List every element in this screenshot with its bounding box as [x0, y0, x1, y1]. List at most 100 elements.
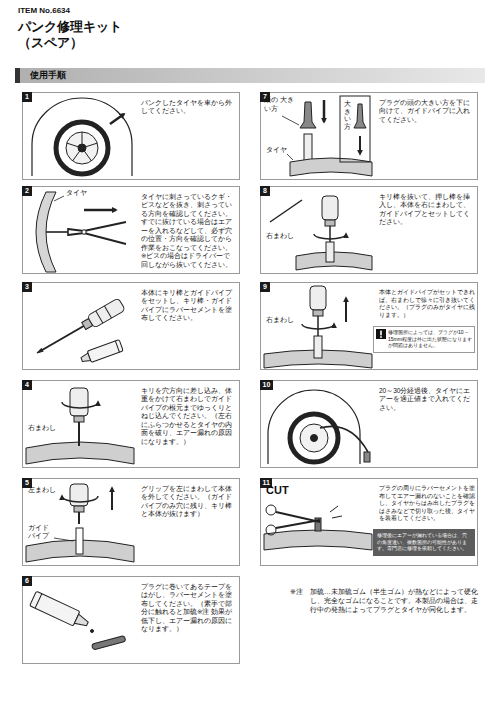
wheel-figure	[32, 98, 132, 176]
step-panel: 6 プラグに巻いてあるテープをはがし、ラバーセメントを塗布してください。（素手で部…	[22, 576, 240, 664]
step-number: 10	[260, 380, 273, 390]
page-title: パンク修理キット （スペア）	[18, 19, 134, 50]
cut-figure-part	[276, 520, 320, 528]
plug-figure-part	[304, 134, 312, 162]
step-text: プラグに巻いてあるテープをはがし、ラバーセメントを塗布してください。（素手で部分…	[141, 583, 237, 634]
wheel-figure-part	[66, 132, 98, 164]
wheel-figure-part	[56, 122, 108, 174]
insert-figure-part	[74, 416, 84, 422]
remove-figure-part	[74, 506, 84, 512]
step-text: グリップを左にまわして本体を外してください。（ガイドパイプのみ穴に残り、キリ棒と…	[141, 485, 237, 519]
step-panel: 9本体とガイドパイプがセットできれば、右まわしで徐々に引き抜いてください。（プラ…	[260, 282, 478, 370]
plug-figure-part	[359, 136, 361, 154]
plug-figure-part	[340, 96, 370, 162]
remove-figure-part	[70, 484, 88, 506]
step-number: 2	[22, 186, 32, 196]
cut-figure-part	[264, 530, 372, 550]
insert-figure	[26, 388, 134, 464]
warning-text: 修理箇所によっては、プラグが10～15mm程度は外に出た状態になりますが問題はあ…	[388, 329, 473, 349]
inflate-figure-part	[290, 414, 338, 462]
wheel-figure-part	[67, 143, 78, 147]
rotation-label: 右まわし	[266, 316, 294, 324]
step-text: プラグの周りにラバーセメントを塗布してエアー漏れのないことを確認し、タイヤからは…	[379, 485, 475, 523]
remove-figure	[26, 484, 134, 562]
plug-figure-part	[323, 100, 326, 122]
item-number: ITEM No.6634	[18, 6, 70, 16]
cut-figure	[264, 505, 372, 550]
tool-figure-part-part	[104, 306, 111, 318]
tool-figure-part-part	[36, 349, 43, 355]
step-number: 1	[22, 92, 32, 102]
text-holder: 右まわし	[266, 232, 294, 240]
pull-out-figure-part	[313, 310, 323, 316]
cut-figure-part	[266, 525, 276, 535]
nail-removal-figure-part	[84, 209, 116, 212]
nail-removal-figure	[36, 192, 126, 272]
text-holder: 右まわし	[28, 424, 56, 432]
step-panel: 7プラグの頭の大きい方を下に向けて、ガイドパイプに入れてください。	[260, 92, 478, 180]
title-holder: パンク修理キット （スペア）	[18, 19, 134, 50]
step-text: 本体にキリ棒とガイドパイプをセットし、キリ棒・ガイドパイプにラバーセメントを塗布…	[141, 289, 237, 323]
pull-out-figure	[264, 286, 372, 368]
text-holder: 1	[22, 92, 32, 102]
remove-figure-part	[76, 528, 83, 554]
footnote-text: 加硫…未加硫ゴム（半生ゴム）が熱などによって硬化し、完全なゴムになることです。本…	[310, 588, 478, 614]
inflate-figure-part	[300, 424, 328, 452]
warning-icon-mark	[380, 336, 382, 338]
text-holder: 9	[260, 282, 270, 292]
step-panel: 11プラグの周りにラバーセメントを塗布してエアー漏れのないことを確認し、タイヤか…	[260, 478, 478, 566]
wheel-figure-part	[110, 114, 124, 124]
text-holder: タイヤに刺さっているクギ・ビスなどを抜き、刺さっている方向を確認してください。す…	[141, 193, 237, 269]
step-number: 4	[22, 380, 32, 390]
part-label: タイヤ	[66, 189, 87, 197]
wheel-figure-part	[78, 144, 86, 152]
cement-figure-part-part	[35, 594, 42, 609]
plug-figure-part	[354, 104, 366, 128]
push-rod-figure-part	[314, 234, 346, 239]
insert-figure-part	[70, 388, 88, 416]
insert-figure-part	[78, 422, 80, 446]
step-number: 9	[260, 282, 270, 292]
nail-removal-figure-part	[46, 231, 68, 233]
push-rod-figure-part	[325, 220, 335, 226]
step-number: 6	[22, 576, 32, 586]
text-holder: 2	[22, 186, 32, 196]
nail-removal-figure-part	[82, 230, 86, 234]
pull-out-figure-part	[310, 286, 326, 310]
step-panel: 1020～30分経過後、タイヤにエアーを適正値まで入れてください。	[260, 380, 478, 468]
insert-figure-part	[62, 402, 98, 408]
step-panel: 8キリ棒を抜いて、押し棒を挿入し、本体を右にまわして、ガイドパイプとセットしてく…	[260, 186, 478, 274]
push-rod-figure-part	[326, 242, 334, 262]
step-text: キリ棒を抜いて、押し棒を挿入し、本体を右にまわして、ガイドパイプとセットしてくだ…	[379, 193, 475, 227]
step-panel: 2 タイヤに刺さっているクギ・ビスなどを抜き、刺さっている方向を確認してください。…	[22, 186, 240, 274]
text-holder: 使用手順	[30, 68, 66, 83]
push-rod-figure-part	[322, 196, 338, 220]
remove-figure-part	[54, 538, 73, 541]
section-heading: 使用手順	[30, 68, 66, 83]
cement-figure-part	[91, 630, 94, 633]
text-holder: パンクしたタイヤを車から外してください。	[141, 99, 237, 116]
rotation-label: 右まわし	[266, 232, 294, 240]
inflate-figure-part	[311, 435, 318, 442]
remove-figure-part	[111, 488, 113, 510]
text-holder: プラグの周りにラバーセメントを塗布してエアー漏れのないことを確認し、タイヤからは…	[379, 485, 475, 523]
cement-figure	[30, 591, 126, 650]
remove-figure-part	[78, 512, 80, 524]
inflate-figure-part	[268, 390, 360, 464]
tool-figure-part-part	[87, 298, 125, 328]
inflate-figure-part	[364, 452, 370, 462]
step-text: パンクしたタイヤを車から外してください。	[141, 99, 237, 116]
text-holder: プラグに巻いてあるテープをはがし、ラバーセメントを塗布してください。（素手で部分…	[141, 583, 237, 634]
text-holder: 修理後にエアーが漏れている場合は、穴の角度違い、複数箇所の可能性があります。専門…	[377, 532, 471, 552]
text-holder: 大きい方	[344, 100, 351, 131]
cement-figure-part	[30, 591, 91, 631]
cut-label: CUT	[266, 484, 289, 498]
text-holder: タイヤ	[266, 146, 287, 154]
wheel-figure-part	[32, 98, 132, 176]
warning-icon	[376, 329, 386, 339]
notice-box: 修理後にエアーが漏れている場合は、穴の角度違い、複数箇所の可能性があります。専門…	[373, 529, 475, 556]
nail-removal-figure-part	[68, 233, 126, 244]
part-label: 大きい方	[344, 100, 351, 131]
text-holder: 修理箇所によっては、プラグが10～15mm程度は外に出た状態になりますが問題はあ…	[388, 329, 473, 349]
tool-figure-part-part	[42, 326, 84, 350]
